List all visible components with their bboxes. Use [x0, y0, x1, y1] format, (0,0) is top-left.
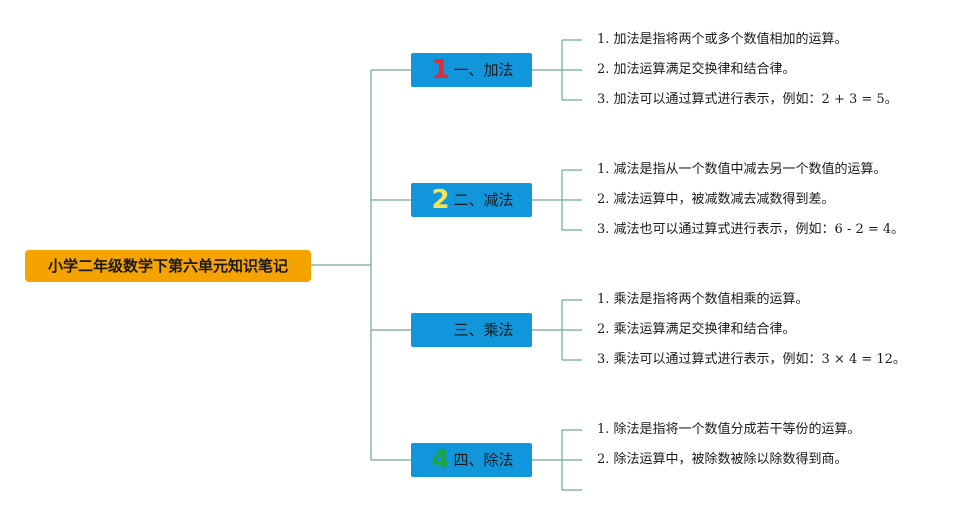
leaf-item[interactable]: 3. 乘法可以通过算式进行表示，例如：3 × 4 = 12。 — [597, 352, 906, 367]
leaf-item[interactable]: 2. 加法运算满足交换律和结合律。 — [597, 62, 796, 77]
branch-node-subtraction[interactable]: 2 二、减法 — [411, 183, 532, 217]
branch-node-multiplication[interactable]: 3 三、乘法 — [411, 313, 532, 347]
leaf-item[interactable]: 3. 加法可以通过算式进行表示，例如：2 + 3 = 5。 — [597, 92, 898, 107]
branch-label: 四、除法 — [453, 451, 514, 469]
branch-label: 一、加法 — [453, 61, 514, 79]
leaf-item[interactable]: 1. 减法是指从一个数值中减去另一个数值的运算。 — [597, 162, 887, 177]
branch-node-division[interactable]: 4 四、除法 — [411, 443, 532, 477]
leaf-item[interactable]: 2. 减法运算中，被减数减去减数得到差。 — [597, 192, 835, 207]
number-three-icon: 3 — [431, 315, 450, 345]
root-label: 小学二年级数学下第六单元知识笔记 — [47, 257, 288, 275]
leaf-item[interactable]: 1. 乘法是指将两个数值相乘的运算。 — [597, 292, 809, 307]
branch-label: 三、乘法 — [453, 321, 514, 339]
leaf-item[interactable]: 1. 除法是指将一个数值分成若干等份的运算。 — [597, 422, 861, 437]
number-two-icon: 2 — [431, 185, 450, 215]
leaf-item[interactable]: 1. 加法是指将两个或多个数值相加的运算。 — [597, 32, 848, 47]
branch-node-addition[interactable]: 1 一、加法 — [411, 53, 532, 87]
leaf-item[interactable]: 2. 除法运算中，被除数被除以除数得到商。 — [597, 452, 848, 467]
leaf-item[interactable]: 3. 减法也可以通过算式进行表示，例如：6 - 2 = 4。 — [597, 222, 905, 237]
leaf-item[interactable]: 2. 乘法运算满足交换律和结合律。 — [597, 322, 796, 337]
branch-label: 二、减法 — [453, 191, 514, 209]
root-node[interactable]: 小学二年级数学下第六单元知识笔记 — [25, 250, 311, 282]
number-four-icon: 4 — [431, 445, 450, 475]
number-one-icon: 1 — [431, 55, 450, 85]
